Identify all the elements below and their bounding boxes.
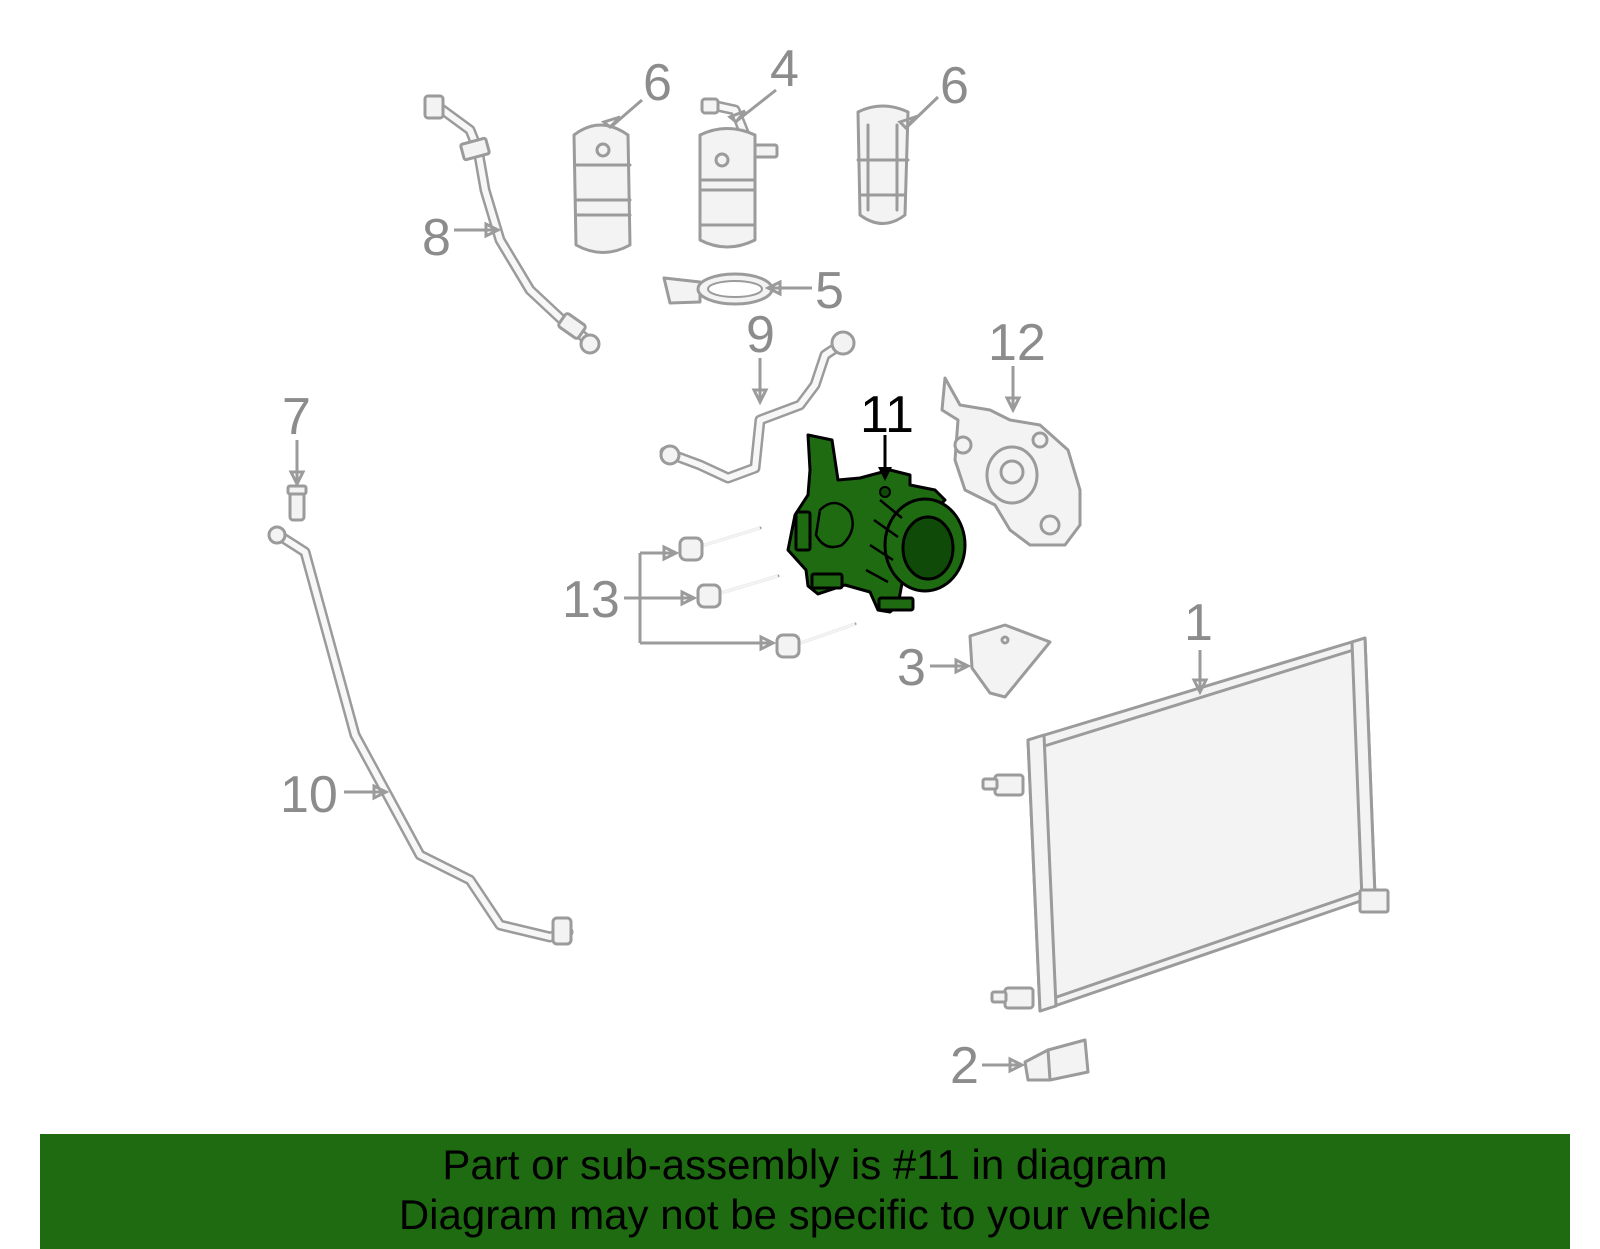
- callout-6-right: 6: [940, 57, 969, 115]
- callout-13: 13: [562, 571, 620, 629]
- callout-1: 1: [1184, 594, 1213, 652]
- part-1-condenser[interactable]: [981, 636, 1390, 1013]
- part-8-hose[interactable]: [423, 94, 601, 355]
- callout-5: 5: [815, 262, 844, 320]
- part-5-bracket[interactable]: [662, 272, 774, 306]
- part-4-accumulator[interactable]: [698, 97, 779, 249]
- callout-3: 3: [897, 639, 926, 697]
- part-9-hose[interactable]: [659, 330, 856, 484]
- leader-lines: [288, 88, 1209, 1074]
- part-11-ac-compressor[interactable]: [786, 433, 967, 614]
- banner-line-disclaimer: Diagram may not be specific to your vehi…: [398, 1191, 1212, 1238]
- part-6-drier-right[interactable]: [856, 104, 910, 225]
- callout-4: 4: [770, 40, 799, 98]
- callout-8: 8: [422, 209, 451, 267]
- part-7-valve[interactable]: [286, 484, 308, 522]
- banner-line-part-number: Part or sub-assembly is #11 in diagram: [442, 1141, 1168, 1188]
- callout-7: 7: [282, 388, 311, 446]
- callout-9: 9: [746, 306, 775, 364]
- callout-12: 12: [988, 314, 1046, 372]
- part-3-shield[interactable]: [968, 623, 1052, 699]
- callout-6-left: 6: [643, 54, 672, 112]
- callout-2: 2: [950, 1037, 979, 1095]
- part-2-clip[interactable]: [1023, 1038, 1090, 1082]
- callout-10: 10: [280, 766, 338, 824]
- part-10-line[interactable]: [267, 525, 574, 946]
- part-6-drier-left[interactable]: [572, 123, 632, 254]
- part-12-mounting-bracket[interactable]: [940, 376, 1082, 547]
- callout-11: 11: [860, 386, 914, 444]
- part-13-bolts[interactable]: [678, 526, 857, 659]
- info-banner: Part or sub-assembly is #11 in diagram D…: [40, 1134, 1570, 1249]
